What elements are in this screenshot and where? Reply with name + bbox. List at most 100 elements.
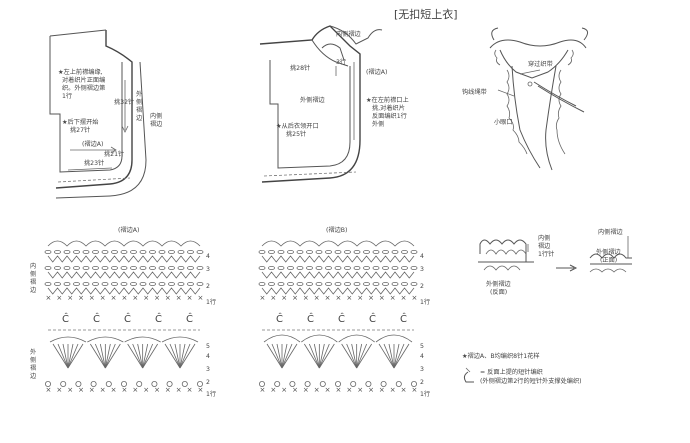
chain-stitch	[101, 281, 109, 286]
post-stitch: Ĉ	[369, 312, 376, 325]
fan-stitch	[318, 343, 330, 369]
sc-stitch: ×	[46, 386, 52, 394]
chart-a: (褶边A) 内 侧 褶 边 外 侧 褶 边 ××××××××××××××××××…	[30, 226, 216, 398]
fan-stitch	[281, 343, 298, 369]
chain-stitch	[277, 249, 285, 254]
chart-b-row-5b: 5	[420, 343, 424, 350]
fig1-garment-piece	[49, 29, 147, 199]
chart-b-row-4b: 4	[420, 353, 424, 360]
fig1-note-top-2: 对着织片正面编	[62, 76, 105, 84]
chart-a-title: (褶边A)	[118, 226, 139, 234]
ring-stitch	[274, 380, 281, 387]
fig1-outer-2: 侧	[136, 98, 142, 106]
chain-stitch	[130, 281, 137, 286]
chain-stitch	[63, 265, 71, 270]
fan-stitch	[67, 343, 79, 369]
sc-stitch: ×	[78, 386, 84, 394]
chart-a-outer-1: 外	[30, 348, 36, 356]
chain-stitch	[382, 281, 389, 286]
sc-stitch: ×	[314, 386, 320, 394]
chain-stitch	[268, 249, 275, 254]
fig4-outer-left-1: 外侧褶边	[486, 280, 512, 288]
fan-stitch	[346, 343, 358, 369]
chain-stitch	[372, 249, 380, 254]
fan-stitch	[356, 343, 373, 369]
chain-stitch	[63, 249, 71, 254]
fan-stitch	[179, 343, 191, 369]
chain-stitch	[63, 281, 71, 286]
fan-stitch	[52, 343, 69, 369]
chain-stitch	[120, 281, 128, 286]
fan-stitch	[281, 343, 293, 369]
ring-stitch	[151, 380, 158, 387]
fan-stitch	[174, 343, 181, 369]
stitch-arch-row	[47, 240, 201, 247]
ring-stitch	[289, 380, 296, 387]
fig1-ruffle-line	[55, 61, 147, 199]
chain-stitch	[177, 281, 185, 286]
ring-stitch	[60, 380, 67, 387]
chain-stitch	[258, 249, 266, 254]
fig3-tie-cord	[533, 81, 577, 107]
chain-stitch	[73, 265, 80, 270]
chain-stitch	[82, 281, 90, 286]
fig2-edge-a: (褶边A)	[366, 68, 387, 76]
fan-stitch	[104, 343, 121, 369]
fig1-inner-outline	[49, 36, 123, 173]
chart-a-row-1: 1行	[206, 298, 216, 306]
fan-stitch	[127, 343, 144, 369]
sc-stitch: ×	[122, 294, 128, 302]
sc-stitch: ×	[281, 294, 287, 302]
ring-stitch	[395, 380, 402, 387]
ring-stitch	[75, 380, 82, 387]
fan-arc	[338, 334, 375, 343]
fan-stitch	[281, 343, 288, 369]
fan-stitch	[142, 343, 159, 369]
fan-stitch	[308, 343, 320, 369]
chain-stitch	[344, 249, 351, 254]
fan-stitch	[393, 343, 405, 369]
post-stitch: Ĉ	[338, 312, 345, 325]
chain-stitch	[101, 265, 109, 270]
chain-stitch	[187, 249, 194, 254]
chain-stitch	[196, 281, 204, 286]
sc-stitch: ×	[260, 386, 266, 394]
chain-stitch	[54, 249, 61, 254]
legend: ★褶边A、B均编织8针1花样 = 反面上提的短针编织 (外侧褶边第2行的短针外支…	[462, 352, 582, 385]
chain-stitch	[168, 281, 175, 286]
chain-stitch	[158, 265, 166, 270]
chain-stitch	[168, 249, 175, 254]
chain-stitch	[353, 281, 361, 286]
chain-stitch	[325, 249, 332, 254]
chart-a-row-5b: 5	[206, 343, 210, 350]
sc-stitch: ×	[346, 294, 352, 302]
chain-stitch	[344, 265, 351, 270]
fig1-note-top-1: ★左上前襟编缘,	[58, 68, 103, 76]
fan-stitch	[388, 343, 395, 369]
chain-stitch	[334, 265, 342, 270]
chain-stitch	[296, 265, 304, 270]
fan-stitch	[99, 343, 106, 369]
sc-stitch: ×	[122, 386, 128, 394]
chain-stitch	[296, 249, 304, 254]
fig4-inner-left-3: 1行针	[538, 250, 554, 258]
chain-stitch	[120, 265, 128, 270]
fig1-inner-2: 褶边	[150, 120, 163, 128]
sc-stitch: ×	[412, 386, 418, 394]
chart-a-outer-3: 褶	[30, 364, 36, 372]
sc-stitch: ×	[165, 294, 171, 302]
sc-stitch: ×	[176, 386, 182, 394]
chain-stitch	[111, 265, 118, 270]
chain-stitch	[139, 265, 147, 270]
fig1-outer-1: 外	[136, 90, 142, 98]
fig1-note-top-4: 1行	[62, 92, 72, 100]
chain-stitch	[315, 265, 323, 270]
sc-stitch: ×	[46, 294, 52, 302]
chain-stitch	[92, 281, 99, 286]
post-stitch: Ĉ	[307, 312, 314, 325]
sc-stitch: ×	[56, 294, 62, 302]
chain-stitch	[111, 281, 118, 286]
